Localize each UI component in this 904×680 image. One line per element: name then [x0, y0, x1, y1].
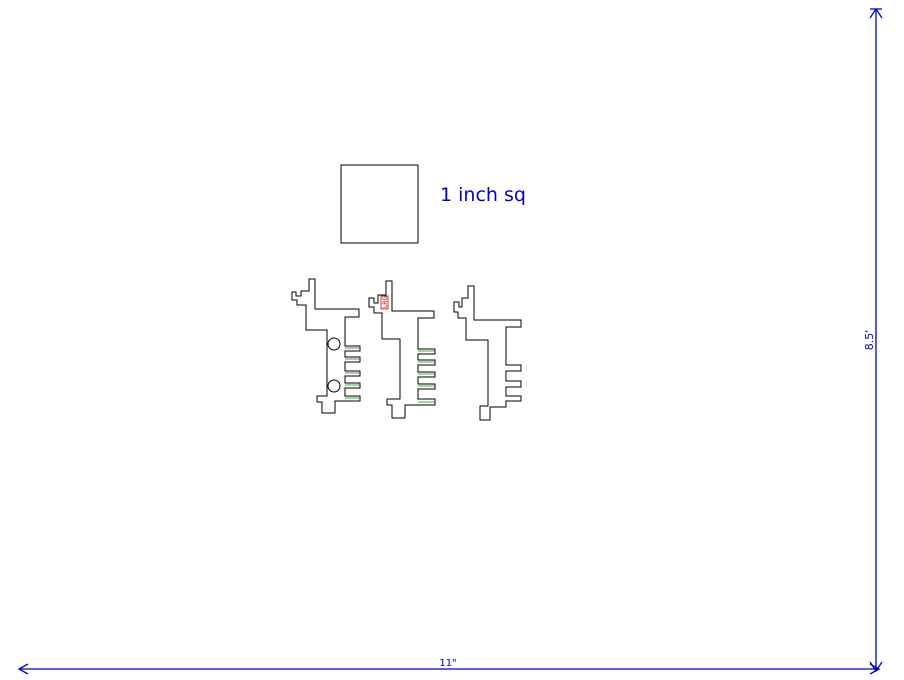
reference-square-label: 1 inch sq [440, 184, 526, 206]
part-outline-2 [368, 280, 436, 419]
width-dimension-label: 11" [439, 658, 456, 669]
part-mark-label: LRG [382, 296, 389, 309]
part-2-score-lines [418, 350, 435, 403]
reference-square [340, 164, 419, 244]
part-2-mark: LRG [380, 296, 389, 310]
height-dimension-label: 8.5' [863, 330, 876, 351]
part-outline-1 [291, 278, 361, 414]
part-outline-3 [453, 285, 522, 421]
part-1-hole-bottom [327, 379, 341, 393]
part-1-hole-top [327, 337, 341, 351]
part-1-score-lines [345, 347, 360, 399]
width-dimension [17, 663, 881, 675]
